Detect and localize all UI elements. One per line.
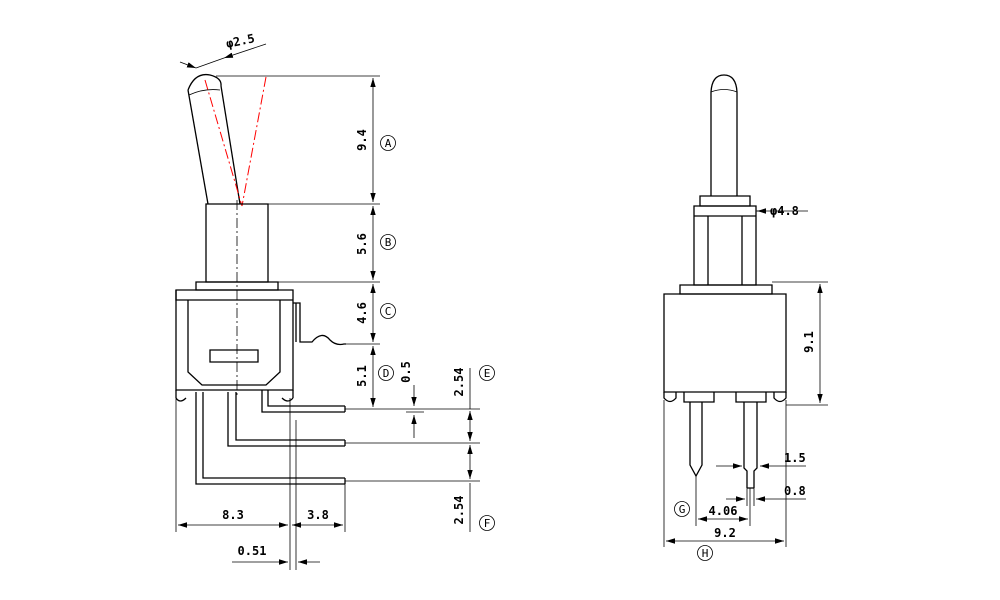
dim-c-value: 4.6 [355, 302, 369, 324]
housing [175, 289, 346, 402]
label-g: G [679, 503, 686, 516]
label-e: E [484, 367, 491, 380]
dim-pin-gap: 1.5 [784, 451, 806, 465]
front-bushing [679, 195, 773, 295]
front-pins [689, 402, 758, 489]
dim-d-value: 5.1 [355, 365, 369, 387]
dim-pin-width: 0.8 [784, 484, 806, 498]
label-a: A [385, 137, 392, 150]
dimension-texts: φ2.5 9.4 5.6 4.6 5.1 0.5 2.54 2.54 8.3 3… [222, 31, 466, 558]
dim-e-value: 2.54 [452, 368, 466, 397]
lever [187, 73, 267, 207]
dim-d-gap-value: 0.5 [399, 361, 413, 383]
side-view: φ2.5 9.4 5.6 4.6 5.1 0.5 2.54 2.54 8.3 3… [175, 31, 495, 570]
terminals [195, 390, 346, 485]
label-h: H [702, 547, 709, 560]
dim-pin-pitch: 4.06 [709, 504, 738, 518]
label-b: B [385, 236, 392, 249]
dim-width-value: 8.3 [222, 508, 244, 522]
front-reference-labels: G H [674, 501, 713, 561]
dim-a-value: 9.4 [355, 129, 369, 151]
dimension-lines [178, 43, 473, 565]
dim-lever-diameter: φ2.5 [225, 31, 256, 51]
dim-body-height: 9.1 [802, 331, 816, 353]
dim-body-width: 9.2 [714, 526, 736, 540]
label-f: F [484, 517, 491, 530]
dim-b-value: 5.6 [355, 233, 369, 255]
dim-offset-value: 3.8 [307, 508, 329, 522]
label-c: C [385, 305, 392, 318]
dim-pin-thickness-value: 0.51 [238, 544, 267, 558]
front-dimension-lines [666, 208, 823, 544]
reference-labels: A B C D E F [378, 135, 495, 531]
front-view: φ4.8 9.1 1.5 0.8 4.06 9.2 G H [663, 74, 828, 561]
front-body [663, 293, 787, 403]
extension-lines [175, 75, 480, 570]
front-dimension-texts: φ4.8 9.1 1.5 0.8 4.06 9.2 [709, 204, 816, 540]
dim-bushing-diameter: φ4.8 [770, 204, 799, 218]
dim-f-value: 2.54 [452, 496, 466, 525]
label-d: D [383, 367, 390, 380]
front-lever [710, 74, 738, 196]
front-extension-lines [663, 281, 828, 547]
bushing [195, 200, 279, 395]
